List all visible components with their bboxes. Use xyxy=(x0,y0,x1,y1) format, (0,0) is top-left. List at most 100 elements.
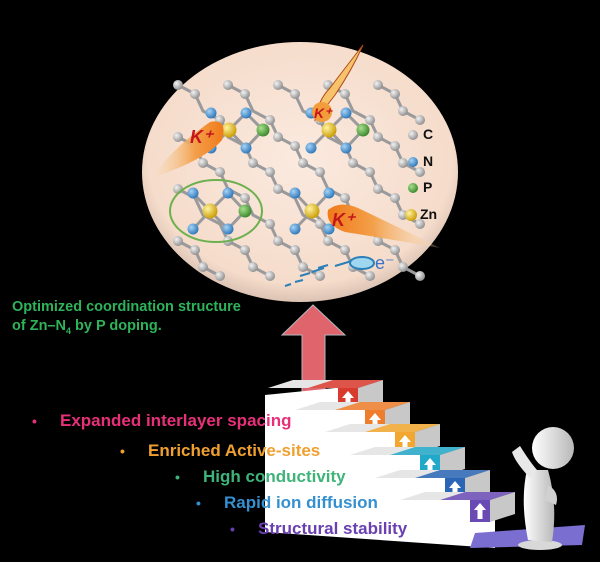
legend-zinc-icon xyxy=(405,209,417,221)
benefit-item: •Rapid ion diffusion xyxy=(196,493,378,513)
caption-line-2-prefix: of Zn–N xyxy=(12,318,66,334)
carbon-atom xyxy=(365,271,375,281)
benefit-text: Enriched Active-sites xyxy=(148,441,321,460)
nitrogen-atom xyxy=(323,187,335,199)
carbon-atom xyxy=(365,115,375,125)
benefit-text: Expanded interlayer spacing xyxy=(60,411,292,430)
carbon-atom xyxy=(173,132,183,142)
carbon-atom xyxy=(340,193,350,203)
figure-caption: Optimized coordination structure of Zn–N… xyxy=(12,298,241,341)
carbon-atom xyxy=(265,219,275,229)
electron-trail xyxy=(284,256,375,287)
bullet-icon: • xyxy=(120,443,125,459)
stair-color-tread xyxy=(308,380,383,388)
benefit-text: Rapid ion diffusion xyxy=(224,493,378,512)
carbon-atom xyxy=(265,115,275,125)
carbon-atom xyxy=(415,219,425,229)
legend-nitrogen-icon xyxy=(408,157,418,167)
carbon-atom xyxy=(340,245,350,255)
carbon-atom xyxy=(265,167,275,177)
stair-color-tread xyxy=(390,447,465,455)
carbon-atom xyxy=(373,132,383,142)
lattice-atoms xyxy=(173,80,425,281)
stair-up-arrow-icon xyxy=(424,458,436,474)
carbon-atom xyxy=(415,115,425,125)
stair-up-arrow-icon xyxy=(474,503,486,519)
carbon-atom xyxy=(390,141,400,151)
caption-line-2: of Zn–N4 by P doping. xyxy=(12,317,241,341)
carbon-atom xyxy=(398,106,408,116)
nitrogen-atom xyxy=(340,107,352,119)
presenter-figure xyxy=(512,427,574,550)
nitrogen-atom xyxy=(205,107,217,119)
zinc-atom xyxy=(321,122,337,138)
k-ion-label: K⁺ xyxy=(190,127,215,147)
carbon-atom xyxy=(290,245,300,255)
atom-legend xyxy=(405,130,418,221)
caption-line-1: Optimized coordination structure xyxy=(12,299,241,315)
carbon-atom xyxy=(365,167,375,177)
zinc-atom xyxy=(304,203,320,219)
bullet-icon: • xyxy=(32,413,37,429)
nitrogen-atom xyxy=(222,223,234,235)
bullet-icon: • xyxy=(175,469,180,485)
benefit-text: Structural stability xyxy=(258,519,408,538)
carbon-atom xyxy=(215,167,225,177)
carbon-atom xyxy=(373,80,383,90)
carbon-atom xyxy=(323,236,333,246)
carbon-atom xyxy=(273,236,283,246)
carbon-atom xyxy=(290,141,300,151)
carbon-atom xyxy=(398,262,408,272)
legend-label-zinc: Zn xyxy=(420,206,438,222)
carbon-atom xyxy=(340,89,350,99)
electron-label: e⁻ xyxy=(375,253,395,273)
carbon-atom xyxy=(398,158,408,168)
phosphorus-atom xyxy=(238,204,252,218)
carbon-atom xyxy=(265,271,275,281)
potassium-ion-comet-right: K⁺ xyxy=(327,204,440,248)
carbon-atom xyxy=(190,245,200,255)
stair-side xyxy=(415,424,440,454)
carbon-atom xyxy=(415,167,425,177)
carbon-atom xyxy=(415,271,425,281)
nitrogen-atom xyxy=(240,142,252,154)
stair-up-arrow-icon xyxy=(342,391,354,407)
stair-color-tread xyxy=(415,470,490,478)
stair-up-arrow-icon xyxy=(369,413,381,429)
carbon-atom xyxy=(223,80,233,90)
k-ion-label: K⁺ xyxy=(332,210,357,230)
carbon-atom xyxy=(315,219,325,229)
carbon-atom xyxy=(240,89,250,99)
nitrogen-atom xyxy=(240,107,252,119)
stair-color-tread xyxy=(365,424,440,432)
zinc-atom xyxy=(202,203,218,219)
carbon-atom xyxy=(173,80,183,90)
nitrogen-atom xyxy=(323,223,335,235)
nitrogen-atom xyxy=(187,223,199,235)
carbon-atom xyxy=(240,193,250,203)
nitrogen-atom xyxy=(305,142,317,154)
stair-up-arrow-icon xyxy=(449,481,461,497)
carbon-atom xyxy=(298,262,308,272)
carbon-atom xyxy=(240,245,250,255)
staircase xyxy=(265,380,515,548)
carbon-atom xyxy=(198,262,208,272)
stair-color-tread xyxy=(335,402,410,410)
zinc-atom xyxy=(221,122,237,138)
nitrogen-atom xyxy=(340,142,352,154)
stair-side xyxy=(440,447,465,477)
carbon-atom xyxy=(198,158,208,168)
phosphorus-atom xyxy=(256,123,270,137)
benefit-item: • Expanded interlayer spacing xyxy=(32,411,291,431)
benefit-item: •High conductivity xyxy=(175,467,346,487)
carbon-atom xyxy=(390,245,400,255)
nitrogen-atom xyxy=(289,187,301,199)
carbon-atom xyxy=(315,167,325,177)
nitrogen-atom xyxy=(289,223,301,235)
zn-n4-highlight-ring xyxy=(169,179,263,243)
carbon-atom xyxy=(373,236,383,246)
stair-side xyxy=(490,492,515,522)
carbon-atom xyxy=(315,271,325,281)
carbon-atom xyxy=(373,184,383,194)
